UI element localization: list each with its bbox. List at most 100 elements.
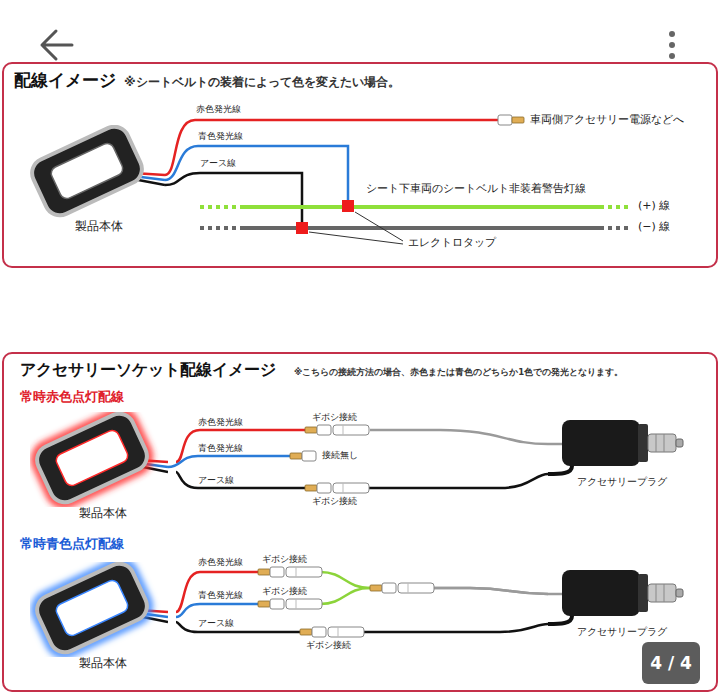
- gibo-male: [305, 483, 331, 493]
- wire-label: 青色発光線: [198, 590, 243, 601]
- red-wire: [165, 120, 498, 175]
- drawing-part: [258, 569, 270, 575]
- gibo-male: [370, 583, 396, 593]
- minus-line: [240, 226, 600, 230]
- plug-illustration: [548, 562, 688, 626]
- menu-dot: [669, 31, 675, 37]
- product-label: 製品本体: [30, 656, 176, 670]
- wire-label: エレクトロタップ: [408, 236, 496, 249]
- panel-title: 配線イメージ: [14, 70, 116, 90]
- glow: [30, 562, 154, 657]
- wire-label: シート下車両のシートベルト非装着警告灯線: [366, 182, 586, 195]
- wire-segment: [434, 588, 548, 594]
- plug-tip: [648, 584, 676, 602]
- plug-label: アクセサリープラグ: [548, 476, 696, 488]
- panel-note: ※こちらの接続方法の場合、赤色または青色のどちらか1色での発光となります。: [294, 367, 623, 377]
- page-counter: 4 / 4: [650, 653, 692, 673]
- drawing-part: [302, 451, 316, 461]
- wire-label: ギボシ接続: [312, 412, 357, 423]
- wire-label: ギボシ接続: [262, 586, 307, 597]
- menu-dot: [669, 53, 675, 59]
- plug-tip: [648, 434, 676, 452]
- earth-wire: [165, 173, 302, 226]
- body-window: [54, 578, 130, 638]
- product-body: [27, 125, 147, 220]
- wire-label: 接続無し: [322, 450, 358, 461]
- drawing-part: [370, 585, 382, 591]
- wire-segment: [370, 430, 548, 444]
- electro-tap: [296, 222, 308, 234]
- plug-cable: [548, 616, 572, 624]
- panel-note: ※シートベルトの装着によって色を変えたい場合。: [124, 75, 400, 89]
- leader-line: [309, 212, 403, 244]
- section-heading: 常時赤色点灯配線: [20, 389, 124, 405]
- drawing-part: [338, 627, 339, 637]
- plus-line-dashed: [200, 205, 630, 209]
- plug-tip-ring: [656, 434, 664, 452]
- gibo-male: [258, 567, 284, 577]
- gibo-male: [305, 425, 331, 435]
- wire-segment: [320, 572, 370, 588]
- product-label: 製品本体: [25, 219, 173, 233]
- wire-segment: [320, 588, 370, 604]
- drawing-part: [317, 483, 331, 493]
- drawing-part: [333, 483, 369, 493]
- blue-wire-unconnected: [168, 456, 290, 467]
- product-body: 製品本体: [30, 412, 176, 524]
- drawing-part: [296, 599, 297, 609]
- wire-segment: [176, 472, 305, 488]
- gibo-female: [328, 627, 364, 637]
- wire-segment: [369, 474, 548, 488]
- drawing-part: [343, 425, 344, 435]
- wire-label: 赤色発光線: [198, 417, 243, 428]
- wire-label: ギボシ接続: [262, 554, 307, 565]
- wire-connector: [176, 572, 548, 612]
- wire-segment: [176, 622, 300, 632]
- drawing-part: [512, 117, 524, 123]
- drawing-part: [317, 425, 331, 435]
- drawing-part: [290, 453, 302, 459]
- menu-dot: [669, 42, 675, 48]
- gibo-female: [333, 425, 369, 435]
- plug-flange: [638, 424, 648, 462]
- section-heading: 常時青色点灯配線: [20, 536, 124, 552]
- gibo-female: [286, 599, 322, 609]
- wire-segment: [176, 604, 258, 617]
- wire-label: 青色発光線: [198, 443, 243, 454]
- product-body: [30, 412, 154, 507]
- plug-wire-stub: [548, 593, 564, 596]
- back-arrow: [42, 31, 72, 59]
- body-window: [49, 141, 125, 201]
- drawing-part: [382, 583, 396, 593]
- product-label: 製品本体: [30, 506, 176, 520]
- product-illustration: [30, 562, 168, 657]
- plug-wire-stub: [548, 443, 564, 446]
- electro-tap: [342, 200, 354, 212]
- drawing-part: [328, 627, 364, 637]
- drawing-part: [305, 485, 317, 491]
- drawing-part: [286, 599, 322, 609]
- wire-label: 赤色発光線: [198, 557, 243, 568]
- drawing-part: [296, 567, 297, 577]
- drawing-part: [270, 599, 284, 609]
- glow: [30, 412, 154, 507]
- drawing-part: [286, 567, 322, 577]
- wire-label: アース線: [198, 475, 234, 486]
- plug-body: [562, 570, 640, 616]
- wire-segment: [364, 624, 548, 632]
- panel-header: アクセサリーソケット配線イメージ ※こちらの接続方法の場合、赤色または青色のどちら…: [20, 360, 623, 379]
- plug-contact: [676, 589, 683, 597]
- product-illustration: [30, 412, 168, 507]
- body-window: [54, 428, 130, 488]
- panel-title: アクセサリーソケット配線イメージ: [20, 360, 276, 379]
- body-frame: [32, 412, 152, 507]
- wire-label: ギボシ接続: [312, 496, 357, 507]
- drawing-part: [408, 583, 409, 593]
- wire-label: 赤色発光線: [196, 104, 241, 115]
- panel-header: 配線イメージ ※シートベルトの装着によって色を変えたい場合。: [14, 70, 400, 90]
- gibo-male: [290, 451, 316, 461]
- wire-label: ギボシ接続: [306, 640, 351, 651]
- wire-label: 車両側アクセサリー電源などへ: [530, 113, 684, 126]
- accessory-plug: アクセサリープラグ: [548, 562, 696, 646]
